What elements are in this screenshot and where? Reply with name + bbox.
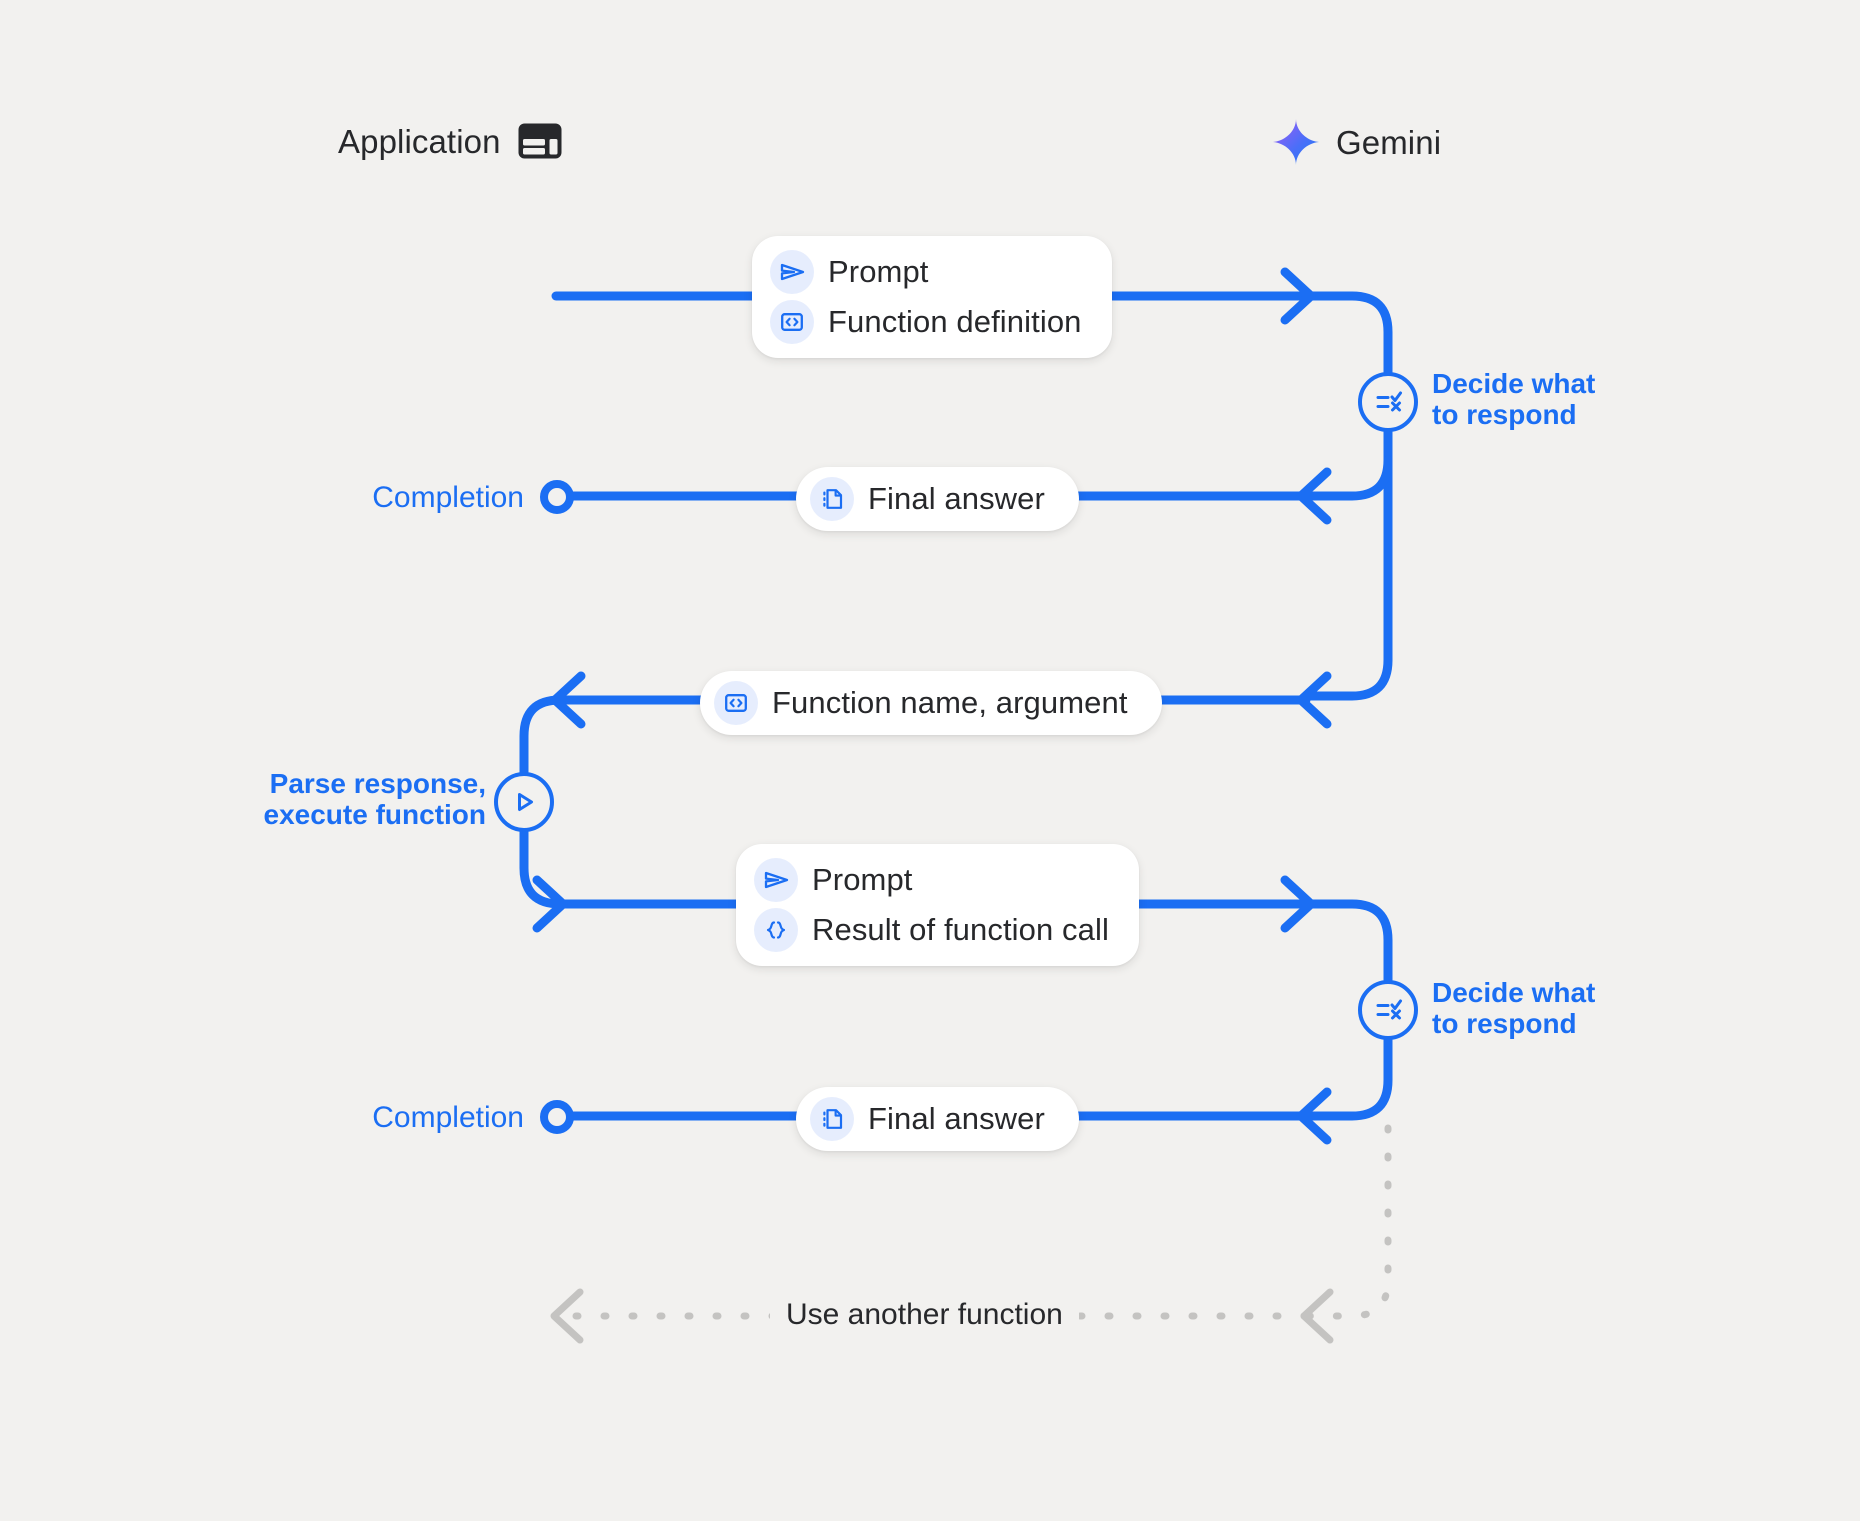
decide-node-2[interactable] [1358, 980, 1418, 1040]
send-prompt-icon [770, 250, 814, 294]
gemini-sparkle-icon [1272, 118, 1320, 166]
bubble-row-text: Result of function call [812, 911, 1109, 947]
side-label-parse-execute: Parse response, execute function [263, 768, 486, 831]
completion-marker-1 [540, 480, 574, 514]
message-bubble-function-call[interactable]: Function name, argument [700, 671, 1162, 735]
play-triangle-icon [518, 793, 533, 811]
decide-checklist-icon [1376, 391, 1402, 412]
curly-braces-icon [754, 908, 798, 952]
bubble-row-text: Function name, argument [772, 684, 1128, 720]
wire-decide-1-out [1301, 427, 1393, 701]
bubble-row-text: Prompt [812, 861, 913, 897]
message-bubble-final-answer-1[interactable]: Final answer [796, 467, 1079, 531]
code-brackets-icon [714, 681, 758, 725]
bubble-row: Prompt [770, 250, 1082, 294]
bubble-row: Result of function call [754, 908, 1109, 952]
send-prompt-icon [754, 858, 798, 902]
column-header-application: Application [338, 122, 563, 160]
bubble-row: Final answer [810, 1097, 1045, 1141]
decide-node-1[interactable] [1358, 372, 1418, 432]
bubble-row-text: Final answer [868, 1100, 1045, 1136]
completion-marker-2 [540, 1100, 574, 1134]
decide-checklist-icon [1376, 999, 1402, 1020]
loop-caption: Use another function [770, 1298, 1079, 1332]
application-window-icon [517, 122, 563, 160]
document-icon [810, 1097, 854, 1141]
bubble-row: Final answer [810, 477, 1045, 521]
bubble-row: Function definition [770, 300, 1082, 344]
bubble-row-text: Final answer [868, 480, 1045, 516]
bubble-row: Prompt [754, 858, 1109, 902]
side-label-decide-1: Decide what to respond [1432, 368, 1596, 431]
completion-label-2: Completion [372, 1101, 524, 1134]
message-bubble-final-answer-2[interactable]: Final answer [796, 1087, 1079, 1151]
wire-loop-use-another-function [552, 1124, 1392, 1320]
bubble-row-text: Function definition [828, 303, 1082, 339]
bubble-row: Function name, argument [714, 681, 1128, 725]
column-label-gemini: Gemini [1336, 123, 1442, 161]
column-header-gemini: Gemini [1272, 118, 1441, 166]
column-label-application: Application [338, 122, 501, 160]
bubble-row-text: Prompt [828, 253, 929, 289]
document-icon [810, 477, 854, 521]
message-bubble-request-1[interactable]: Prompt Function definition [752, 236, 1112, 358]
parse-execute-node[interactable] [494, 772, 554, 832]
code-brackets-icon [770, 300, 814, 344]
message-bubble-request-2[interactable]: Prompt Result of function call [736, 844, 1139, 966]
completion-label-1: Completion [372, 481, 524, 514]
side-label-decide-2: Decide what to respond [1432, 977, 1596, 1040]
